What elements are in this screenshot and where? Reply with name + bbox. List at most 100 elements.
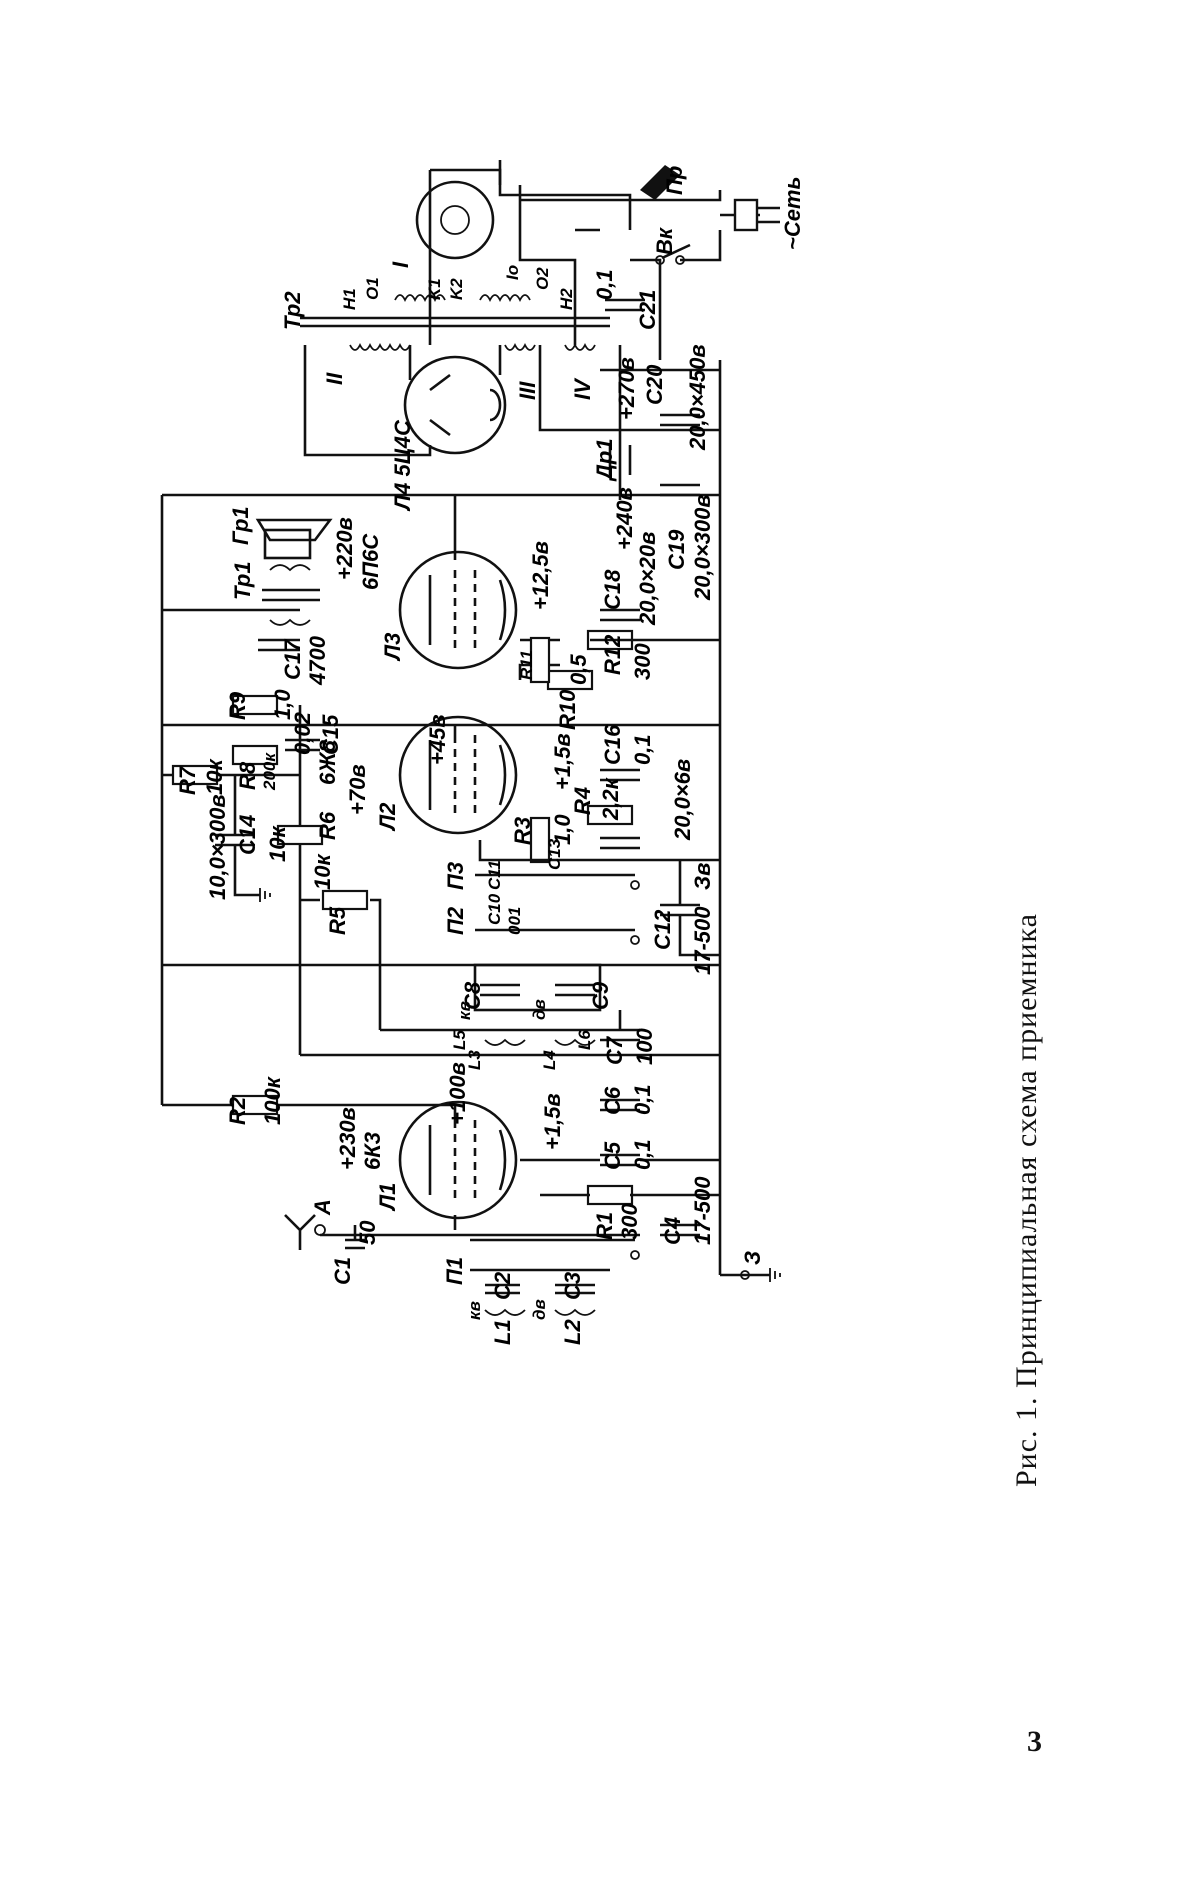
label-o2: O2 (533, 267, 552, 290)
label-r6: R6 (315, 811, 340, 840)
label-c15-value: 0,02 (290, 711, 315, 755)
rf-stage (162, 1053, 781, 1316)
label-c4-value: 17-500 (690, 1176, 715, 1245)
label-zv: Зв (690, 863, 715, 890)
label-io: Iо (503, 265, 522, 280)
label-tp2: Тр2 (280, 291, 305, 330)
label-dv-2: дв (530, 1299, 549, 1320)
label-r12: R12 (600, 634, 625, 675)
label-c21-value: 0,1 (592, 269, 617, 300)
label-h2: H2 (557, 288, 576, 310)
label-c20: C20 (642, 364, 667, 405)
label-c6-value: 0,1 (630, 1084, 655, 1115)
label-r10: R10 (555, 689, 580, 730)
label-winding-iii: III (515, 381, 540, 400)
label-v240: +240в (612, 487, 637, 550)
label-r8-value: 200к (260, 752, 279, 791)
label-r8: R8 (235, 761, 260, 790)
label-v15b: +1,5в (550, 733, 575, 790)
label-o1: O1 (363, 277, 382, 300)
label-r1: R1 (592, 1212, 617, 1240)
label-p2: П2 (443, 906, 468, 935)
label-v45: +45в (425, 714, 450, 765)
label-l6: L6 (575, 1030, 594, 1050)
label-k2: K2 (447, 278, 466, 300)
label-r7: R7 (175, 765, 200, 795)
label-c12: C12 (650, 909, 675, 950)
label-ground: З (740, 1251, 765, 1265)
label-r3-value: 1,0 (550, 814, 575, 845)
label-r2-value: 100к (260, 1075, 285, 1125)
label-tube-l1-type: 6К3 (360, 1132, 385, 1170)
label-choke: Др1 (592, 438, 617, 482)
schematic-labels: Тр2 Н1 O1 I K1 K2 Iо O2 H2 C21 0,1 Пр Вк… (175, 166, 805, 1345)
label-r6-value: 10к (265, 825, 290, 862)
label-switch: Вк (652, 226, 677, 255)
label-tube-l3-type: 6П6С (358, 533, 383, 590)
label-r9: R9 (225, 691, 250, 720)
label-c1: C1 (330, 1257, 355, 1285)
label-c7-value: 100 (632, 1028, 657, 1065)
label-l5: L5 (450, 1030, 469, 1050)
label-c6: C6 (600, 1086, 625, 1115)
label-r11-value: 0,5 (566, 654, 591, 685)
power-supply-section (300, 160, 780, 1275)
label-c20-value: 20,0×450в (685, 344, 710, 451)
label-speaker: Гр1 (228, 506, 253, 545)
label-c21: C21 (635, 290, 660, 330)
label-fuse: Пр (662, 166, 687, 195)
label-v70: +70в (345, 764, 370, 815)
label-v230: +230в (335, 1107, 360, 1170)
label-r3: R3 (510, 817, 535, 845)
label-winding-ii: II (322, 372, 347, 385)
label-c14: C14 (235, 815, 260, 855)
label-L2: L2 (560, 1319, 585, 1345)
label-c9: C9 (588, 981, 613, 1010)
label-c11: C11 (485, 860, 504, 890)
label-c8: C8 (460, 981, 485, 1010)
label-v125: +12,5в (528, 541, 553, 610)
label-c16-value: 0,1 (630, 734, 655, 765)
label-c7: C7 (602, 1035, 627, 1065)
label-c2: C2 (490, 1271, 515, 1300)
label-r2: R2 (225, 1096, 250, 1125)
label-kv-1: кв (455, 1001, 474, 1020)
label-r5-value: 10к (310, 853, 335, 890)
label-antenna: А (310, 1199, 335, 1216)
label-v220: +220в (332, 517, 357, 580)
output-stage (160, 493, 720, 1105)
label-c5: C5 (600, 1141, 625, 1170)
label-l3-coil: L3 (465, 1050, 484, 1070)
label-c4: C4 (660, 1217, 685, 1245)
label-tube-l2-type: 6Ж8 (315, 739, 340, 785)
label-L1: L1 (490, 1319, 515, 1345)
label-c15: C15 (318, 714, 343, 755)
label-r5: R5 (325, 906, 350, 935)
label-c10: C10 (485, 893, 504, 925)
label-tp1: Тр1 (230, 561, 255, 600)
figure-caption: Рис. 1. Принципиальная схема приемника (1010, 913, 1043, 1487)
label-rectifier-tube: Л4 5Ц4С (390, 419, 415, 512)
label-c18-value: 20,0×20в (635, 532, 660, 626)
label-c17: C17 (280, 638, 305, 680)
label-r9-value: 1,0 (270, 689, 295, 720)
af-amplifier-stage (162, 694, 720, 1055)
label-c19: C19 (664, 529, 689, 570)
label-kv-2: кв (465, 1301, 484, 1320)
label-c18: C18 (600, 569, 625, 610)
label-tube-l3: Л3 (380, 633, 405, 662)
label-n1: Н1 (340, 288, 359, 310)
label-c13-value: 20,0×6в (670, 759, 695, 841)
label-l4-coil: L4 (540, 1050, 559, 1070)
label-p1: П1 (442, 1257, 467, 1285)
label-c13: C13 (545, 838, 564, 870)
label-c17-value: 4700 (305, 635, 330, 686)
label-p3: П3 (443, 862, 468, 890)
label-r4-value: 2,2к (598, 776, 623, 821)
label-winding-i: I (388, 261, 413, 268)
label-c19-value: 20,0×300в (690, 494, 715, 601)
label-c5-value: 0,1 (630, 1139, 655, 1170)
label-dv-1: дв (530, 999, 549, 1020)
